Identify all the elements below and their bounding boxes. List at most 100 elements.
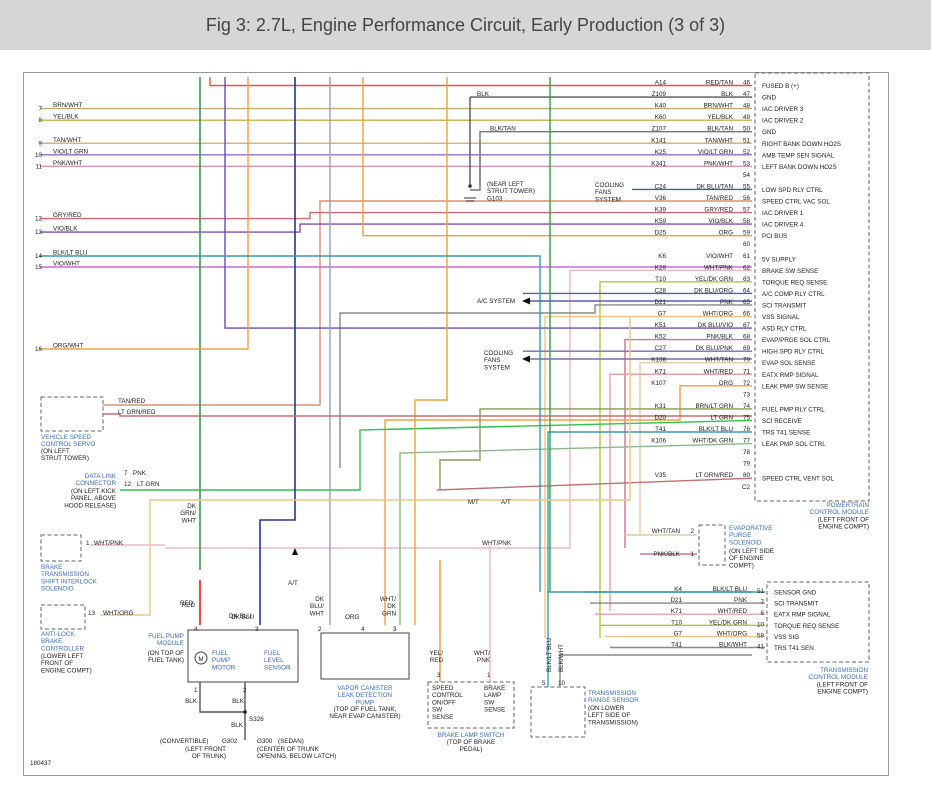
pcm-circuit-id: D20 (654, 414, 666, 421)
wire-label: BLK/LT BLU (546, 637, 553, 672)
wire-brn-lt-grn (439, 408, 752, 490)
pcm-wire-color: WHT/TAN (705, 357, 734, 364)
tcm-circuit-id: D21 (670, 597, 682, 604)
evap-solenoid-location: (ON LEFT SIDE (729, 548, 774, 555)
wire-label: RED (430, 657, 444, 664)
wire-label: LT GRN (137, 481, 160, 488)
btsi-label: BRAKE (41, 564, 62, 571)
pcm-circuit-id: K59 (655, 218, 667, 225)
tcm-pin-num: 58 (757, 632, 765, 639)
trs-location: LEFT SIDE OF (588, 712, 630, 719)
tcm-pin-function: VSS SIG (774, 634, 799, 641)
pcm-pin-function: IAC DRIVER 3 (762, 106, 804, 113)
pcm-pin-num: 80 (743, 472, 751, 479)
wire-label: RED (180, 600, 194, 607)
pcm-pin-num: 64 (743, 287, 751, 294)
pcm-pin-num: 74 (743, 403, 751, 410)
pcm-wire-color: PNK/BLK (706, 334, 733, 341)
pin-num: 12 (124, 481, 132, 488)
pin-num: 13 (88, 610, 96, 617)
pcm-pin-function: IAC DRIVER 2 (762, 118, 804, 125)
wire-label: WHT/ (474, 650, 490, 657)
pcm-pin-function: AMB TEMP SEN SIGNAL (762, 152, 835, 159)
pcm-label: ENGINE COMPT) (818, 524, 869, 531)
wire-gry-red (40, 211, 752, 220)
pcm-pin-num: 71 (743, 368, 751, 375)
pin-num: 10 (558, 680, 566, 687)
brake-switch-location: PEDAL) (460, 746, 483, 753)
tcm-circuit-id: K4 (674, 586, 682, 593)
pcm-pin-num: 61 (743, 253, 751, 260)
wire-label: WHT/ORG (103, 610, 134, 617)
pcm-circuit-id: K6 (658, 253, 666, 260)
vapor-canister-location: (TOP OF FUEL TANK, (334, 706, 397, 713)
tcm-wire-color: BLK/WHT (719, 642, 747, 649)
pcm-pin-num: 68 (743, 334, 751, 341)
pcm-pin-num: 67 (743, 322, 751, 329)
left-wire-color: GRY/RED (53, 212, 82, 219)
ground-dot (468, 184, 472, 188)
wire-label: RED (182, 602, 196, 609)
trs-location: TRANSMISSION) (588, 719, 638, 726)
wire-label: WHT/PNK (482, 540, 512, 547)
pcm-pin-num: 59 (743, 230, 751, 237)
wire-red-tan (209, 77, 752, 87)
wire-tan-red (120, 200, 752, 406)
wire-blk-wht (559, 654, 752, 687)
data-link-connector-location: HOOD RELEASE) (64, 502, 116, 509)
pcm-wire-color: WHT/DK GRN (692, 438, 733, 445)
abs-location: ENGINE COMPT) (41, 667, 92, 674)
pcm-circuit-id: K107 (651, 380, 666, 387)
abs-box (40, 604, 86, 630)
tcm-wire-color: WHT/ORG (717, 630, 748, 637)
pcm-wire-color: VIO/WHT (706, 253, 733, 260)
pcm-pin-num: 55 (743, 183, 751, 190)
tcm-pin-num: 6 (760, 610, 764, 617)
cooling-fans-label: SYSTEM (595, 196, 621, 203)
pcm-pin-num: 57 (743, 207, 751, 214)
abs-location: (LOWER LEFT (41, 653, 83, 660)
wire-label: YEL/ (429, 650, 443, 657)
wire-lt-grn-red (103, 413, 752, 417)
wire-label: GRN/ (180, 510, 196, 517)
pcm-pin-num: 51 (743, 137, 751, 144)
pcm-wire-color: BRN/LT GRN (695, 403, 733, 410)
pcm-pin-function: GND (762, 95, 776, 102)
abs-label: ANTI-LOCK (41, 631, 75, 638)
left-wire-color: BRN/WHT (53, 102, 83, 109)
vehicle-speed-servo-location: STRUT TOWER) (41, 455, 89, 462)
wire-label: PNK (133, 470, 147, 477)
tcm-pin-num: 41 (757, 644, 765, 651)
abs-location: FRONT OF (41, 660, 73, 667)
brake-switch-left-label: SW (432, 707, 442, 714)
fuel-pump-motor-label: FUEL (212, 650, 229, 657)
pcm-pin-num: 78 (743, 449, 751, 456)
pcm-pin-function: IAC DRIVER 1 (762, 210, 804, 217)
pcm-pin-function: A/C COMP RLY CTRL (762, 291, 825, 298)
tcm-pin-num: 10 (757, 621, 765, 628)
vapor-canister-label: PUMP (356, 699, 374, 706)
pcm-pin-function: FUSED B (+) (762, 83, 799, 90)
pcm-pin-num: 49 (743, 114, 751, 121)
pcm-wire-color: PNK (720, 299, 734, 306)
pcm-wire-color: TAN/RED (706, 195, 734, 202)
wire-label: WHT (310, 610, 324, 617)
tcm-pin-num: 51 (757, 588, 765, 595)
pcm-wire-color: YEL/BLK (707, 114, 733, 121)
ground-g103-label: STRUT TOWER) (487, 188, 535, 195)
brake-switch-left-label: SENSE (432, 714, 453, 721)
pcm-wire-color: ORG (719, 380, 733, 387)
pcm-wire-color: TAN/WHT (705, 137, 733, 144)
cooling-fans-label: SYSTEM (484, 364, 510, 371)
pcm-pin-function: FUEL PMP RLY CTRL (762, 406, 825, 413)
pin-num: 7 (124, 470, 128, 477)
brake-switch-left-label: SPEED (432, 685, 454, 692)
pcm-wire-color: VIO/BLK (709, 218, 734, 225)
pcm-wire-color: YEL/DK GRN (695, 276, 734, 283)
left-connector-pin: 9 (38, 140, 42, 147)
pcm-wire-color: PNK/WHT (704, 160, 733, 167)
vehicle-speed-servo-location: (ON LEFT (41, 448, 70, 455)
at-label: A/T (288, 580, 298, 587)
vapor-canister-label: LEAK DETECTION (338, 692, 393, 699)
pcm-circuit-id: K52 (655, 334, 667, 341)
